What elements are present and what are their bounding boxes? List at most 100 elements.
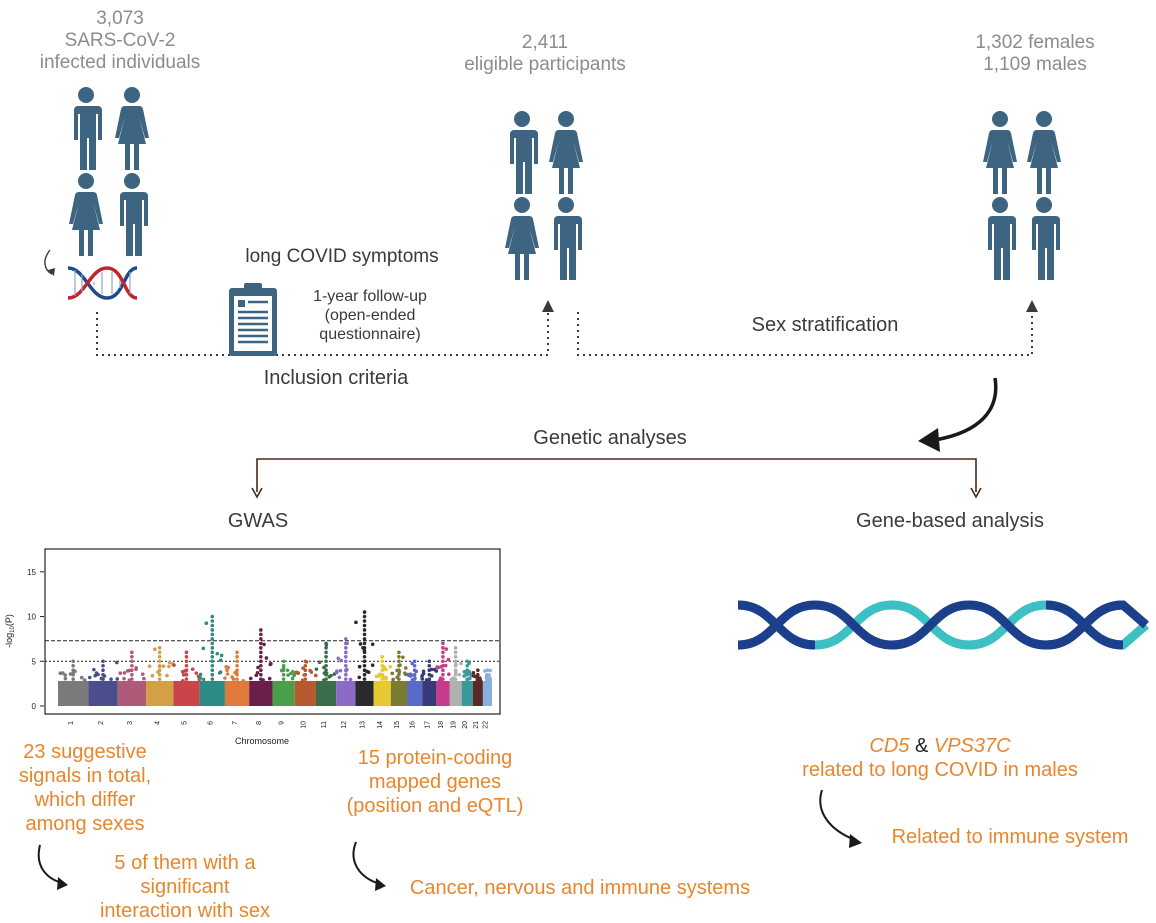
snp-point: [130, 677, 134, 681]
snp-point: [427, 677, 432, 681]
snp-point: [259, 672, 263, 677]
snp-point: [210, 641, 215, 646]
snp-point: [198, 672, 203, 677]
snp-point: [453, 668, 458, 673]
dna-icon: [67, 266, 138, 300]
snp-point: [223, 676, 227, 680]
x-tick-label: 21: [473, 721, 480, 729]
snp-point: [465, 672, 470, 677]
snp-point: [443, 663, 448, 668]
chromosome-block: [436, 680, 450, 706]
chromosome-block: [355, 680, 374, 706]
snp-point: [259, 677, 263, 681]
snp-point: [167, 664, 171, 669]
y-tick-label: 15: [27, 568, 36, 577]
snp-point: [184, 659, 189, 664]
chromosome-block: [249, 680, 273, 706]
snp-point: [82, 678, 87, 682]
immune-label: Related to immune system: [891, 826, 1129, 848]
snp-point: [303, 677, 308, 681]
snp-point: [71, 672, 75, 677]
snp-point: [210, 614, 215, 619]
chromosome-block: [199, 680, 225, 706]
snp-point: [441, 646, 445, 650]
snp-point: [259, 637, 263, 641]
snp-point: [362, 619, 367, 623]
snp-point: [441, 677, 445, 681]
snp-point: [259, 659, 263, 664]
snp-point: [357, 675, 362, 680]
gene-dna-helix: [737, 600, 1149, 650]
snp-point: [427, 668, 432, 673]
x-tick-label: 15: [394, 721, 401, 729]
x-tick-label: 1: [68, 721, 75, 725]
snp-point: [267, 676, 272, 681]
snp-point: [444, 647, 449, 651]
y-tick-label: 10: [27, 613, 36, 622]
person-man-icon: [983, 196, 1017, 280]
snp-point: [153, 647, 157, 652]
sex-group-label: 1,302 females 1,109 males: [955, 32, 1115, 76]
snp-point: [397, 650, 401, 655]
snp-point: [476, 672, 480, 677]
candidate-genes: CD5 & VPS37C related to long COVID in ma…: [802, 735, 1078, 781]
snp-point: [281, 668, 286, 673]
snp-point: [420, 677, 425, 681]
snp-point: [184, 677, 189, 681]
snp-point: [397, 659, 401, 664]
snp-point: [134, 667, 138, 672]
y-tick-label: 5: [32, 657, 37, 666]
snp-point: [465, 663, 470, 668]
snp-point: [101, 672, 105, 677]
snp-point: [210, 650, 215, 655]
snp-point: [362, 655, 367, 659]
snp-point: [79, 675, 84, 680]
snp-point: [457, 672, 462, 677]
snp-point: [362, 646, 367, 650]
snp-point: [390, 671, 395, 676]
snp-point: [362, 650, 367, 655]
snp-point: [230, 675, 234, 679]
snp-point: [210, 646, 215, 650]
snp-point: [488, 668, 492, 673]
snp-point: [259, 650, 263, 655]
snp-point: [324, 646, 328, 650]
snp-point: [122, 676, 126, 681]
snp-point: [313, 673, 318, 678]
snp-point: [115, 660, 119, 665]
snp-point: [161, 664, 166, 668]
snp-point: [362, 677, 367, 681]
snp-point: [476, 668, 480, 673]
snp-point: [219, 653, 224, 658]
snp-point: [259, 628, 263, 632]
sex-strat-arrow-head: [1026, 300, 1038, 312]
snp-point: [181, 672, 186, 677]
snp-point: [63, 673, 67, 677]
snp-point: [335, 669, 339, 673]
chromosome-block: [272, 680, 295, 706]
snp-point: [314, 667, 319, 671]
snp-point: [157, 650, 162, 655]
females-count: 1,302 females: [975, 32, 1095, 53]
snp-point: [380, 677, 385, 681]
snp-point: [301, 666, 305, 670]
snp-point: [397, 677, 401, 681]
snp-point: [324, 668, 328, 673]
snp-point: [453, 677, 458, 681]
snp-point: [324, 672, 328, 677]
snp-point: [226, 665, 231, 670]
x-tick-label: 3: [127, 721, 134, 725]
curved-arrow: [934, 377, 998, 442]
snp-point: [329, 673, 333, 678]
snp-point: [446, 657, 451, 662]
snp-point: [397, 672, 401, 677]
snp-point: [235, 659, 239, 664]
snp-point: [380, 663, 385, 668]
snp-point: [142, 676, 146, 681]
significant-interaction: 5 of them with a significant interaction…: [99, 852, 271, 922]
snp-point: [235, 650, 239, 655]
snp-point: [380, 655, 385, 659]
snp-point: [210, 637, 215, 641]
snp-point: [198, 675, 202, 680]
